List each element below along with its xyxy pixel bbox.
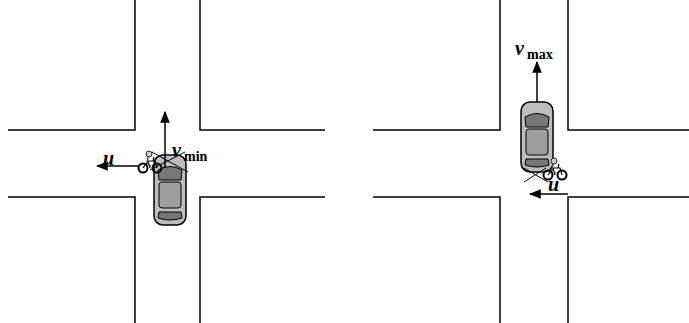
collision-cross — [150, 152, 188, 172]
velocity-symbol: v — [172, 140, 181, 160]
car-right — [521, 102, 553, 172]
cyclist-left — [139, 151, 162, 173]
velocity-subscript: min — [184, 150, 207, 164]
velocity-symbol: u — [103, 148, 114, 168]
collision-cross — [524, 168, 548, 182]
velocity-arrow — [164, 112, 166, 168]
road-edges — [8, 0, 689, 323]
velocity-arrow — [536, 62, 538, 102]
velocity-symbol: u — [548, 174, 559, 194]
velocity-subscript: max — [527, 48, 553, 62]
velocity-symbol: v — [515, 38, 524, 58]
